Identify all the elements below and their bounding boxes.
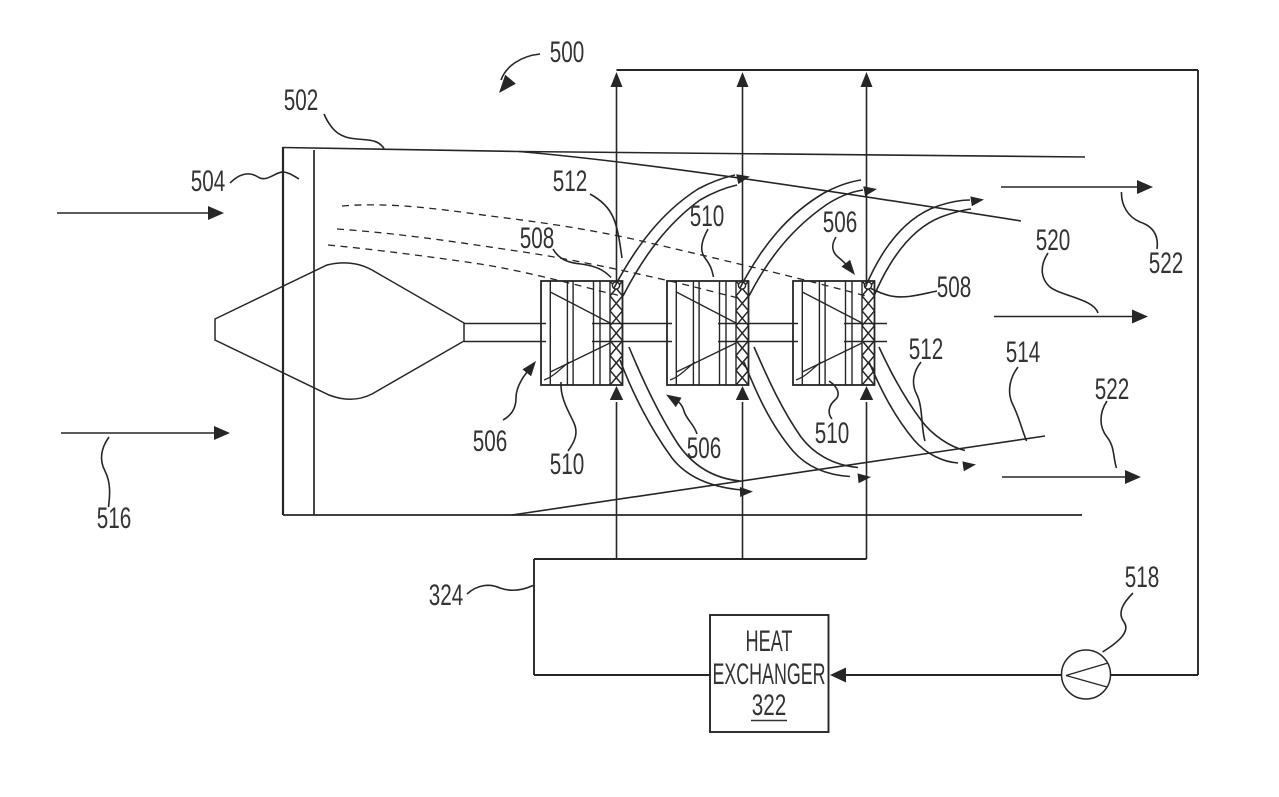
svg-text:508: 508 xyxy=(520,222,555,255)
svg-text:HEAT: HEAT xyxy=(746,625,793,658)
svg-text:EXCHANGER: EXCHANGER xyxy=(713,658,826,691)
svg-text:502: 502 xyxy=(284,84,319,117)
svg-text:506: 506 xyxy=(823,206,858,239)
svg-text:510: 510 xyxy=(550,448,585,481)
svg-text:516: 516 xyxy=(97,502,132,535)
svg-text:520: 520 xyxy=(1036,224,1071,257)
svg-text:506: 506 xyxy=(687,432,722,465)
svg-text:322: 322 xyxy=(752,689,787,722)
svg-text:512: 512 xyxy=(553,165,588,198)
svg-text:514: 514 xyxy=(1006,336,1041,369)
svg-text:324: 324 xyxy=(429,579,464,612)
svg-text:522: 522 xyxy=(1095,373,1130,406)
svg-text:512: 512 xyxy=(909,333,944,366)
svg-text:522: 522 xyxy=(1149,247,1184,280)
svg-text:506: 506 xyxy=(473,425,508,458)
svg-text:500: 500 xyxy=(550,36,585,69)
svg-text:510: 510 xyxy=(690,200,725,233)
svg-text:504: 504 xyxy=(191,165,226,198)
svg-text:510: 510 xyxy=(815,417,850,450)
svg-text:508: 508 xyxy=(937,271,972,304)
svg-text:518: 518 xyxy=(1125,561,1160,594)
